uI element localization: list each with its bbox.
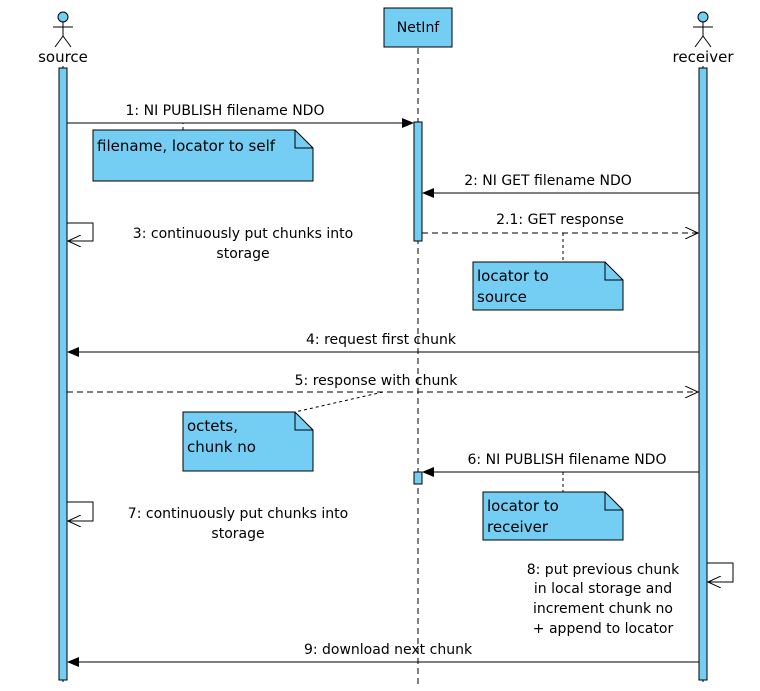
message-8-label-line-1: 8: put previous chunk: [527, 562, 680, 578]
message-2-1-label: 2.1: GET response: [496, 212, 624, 228]
message-9-label: 9: download next chunk: [304, 642, 473, 658]
source-actor-icon: [53, 11, 73, 48]
note-4-box: [482, 491, 624, 541]
message-1-label: 1: NI PUBLISH filename NDO: [126, 103, 325, 119]
netinf-activation-bar-2: [413, 471, 423, 485]
message-3-label-line-1: 3: continuously put chunks into: [133, 226, 353, 242]
source-label: source: [38, 48, 88, 66]
message-4-label: 4: request first chunk: [306, 332, 457, 348]
message-8-self-arrow: [707, 562, 734, 582]
message-7-label-line-2: storage: [211, 526, 264, 542]
message-7-self-arrow: [67, 501, 94, 521]
note-4-text-line-1: locator to: [487, 497, 559, 515]
note-1-fold: [294, 130, 313, 149]
message-6-label: 6: NI PUBLISH filename NDO: [468, 452, 667, 468]
note-2-fold: [604, 262, 623, 281]
note-3-text-line-2: chunk no: [187, 438, 256, 456]
note-1-box: [92, 129, 314, 182]
receiver-activation-bar: [698, 67, 708, 681]
note-1-text: filename, locator to self: [97, 137, 276, 155]
note-3-text-line-1: octets,: [187, 417, 238, 435]
message-2-label: 2: NI GET filename NDO: [464, 173, 632, 189]
message-5-label: 5: response with chunk: [295, 373, 459, 389]
note-2-text-line-2: source: [477, 288, 527, 306]
netinf-participant-box: [383, 7, 453, 48]
source-activation-bar: [58, 67, 68, 681]
note-2-box: [472, 261, 624, 311]
netinf-activation-bar-1: [413, 121, 423, 242]
note-3-box: [182, 411, 314, 472]
message-3-label-line-2: storage: [216, 246, 269, 262]
note-3-fold: [294, 412, 313, 431]
receiver-actor-icon: [693, 11, 713, 48]
message-8-label-line-2: in local storage and: [534, 581, 672, 597]
note-4-text-line-2: receiver: [487, 518, 549, 536]
note-4-fold: [604, 492, 623, 511]
message-7-label-line-1: 7: continuously put chunks into: [128, 506, 348, 522]
note-3-connector: [294, 391, 384, 413]
message-3-self-arrow: [67, 222, 94, 241]
netinf-label: NetInf: [397, 20, 441, 36]
message-8-label-line-3: increment chunk no: [533, 601, 673, 617]
message-8-label-line-4: + append to locator: [533, 621, 674, 637]
receiver-label: receiver: [673, 48, 735, 66]
note-2-text-line-1: locator to: [477, 267, 549, 285]
